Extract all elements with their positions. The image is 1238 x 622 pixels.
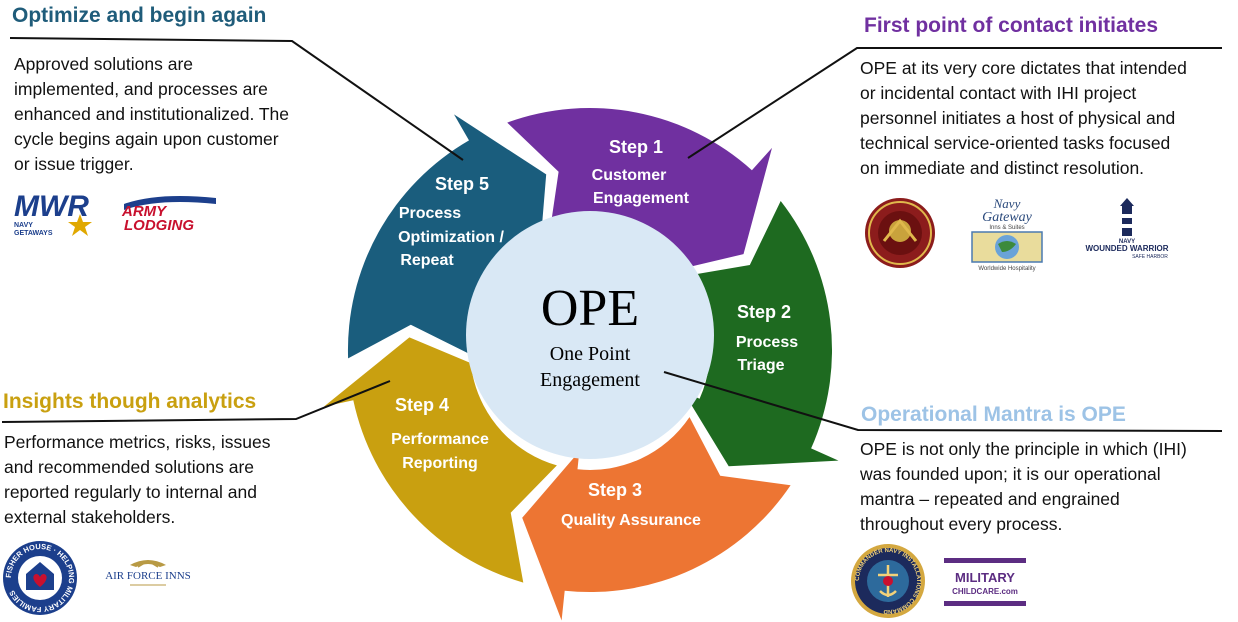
svg-text:AIR FORCE INNS: AIR FORCE INNS: [105, 570, 191, 582]
cycle-arrow-step-2: [683, 201, 839, 467]
svg-text:Worldwide Hospitality: Worldwide Hospitality: [978, 266, 1035, 272]
callout-line: external stakeholders.: [4, 507, 176, 527]
svg-text:Navy: Navy: [993, 196, 1021, 211]
callout-line: OPE is not only the principle in which (…: [860, 439, 1187, 459]
step1-text-2: Engagement: [593, 190, 690, 207]
center-subtitle-line1: One Point: [550, 343, 631, 365]
military-childcare-logo: MILITARY CHILDCARE.com: [944, 558, 1026, 606]
cycle-arrow-step-5: [347, 114, 547, 359]
cycle-arrow-step-4: [323, 337, 557, 583]
cni-seal-logo: COMMANDER NAVY INSTALLATIONS COMMAND: [851, 544, 925, 618]
cycle-arrow-step-3: [522, 417, 791, 621]
center-title: OPE: [541, 280, 639, 337]
army-lodging-logo: ARMY LODGING: [121, 196, 216, 234]
air-force-inns-logo: AIR FORCE INNS: [105, 560, 191, 586]
callout-heading-optimize: Optimize and begin again: [12, 4, 267, 27]
step5-text-3: Repeat: [400, 252, 454, 269]
svg-text:CHILDCARE.com: CHILDCARE.com: [952, 587, 1018, 596]
svg-text:ARMY: ARMY: [121, 203, 168, 220]
center-subtitle-line2: Engagement: [540, 369, 640, 391]
svg-text:Gateway: Gateway: [982, 210, 1033, 225]
step3-label: Step 3: [588, 480, 642, 500]
callout-line: or incidental contact with IHI project: [860, 83, 1137, 103]
svg-text:LODGING: LODGING: [124, 217, 194, 234]
callout-line: Approved solutions are: [14, 54, 193, 74]
callout-line: on immediate and distinct resolution.: [860, 158, 1145, 178]
step4-label: Step 4: [395, 395, 449, 415]
leader-line-top-left: [9, 37, 464, 161]
step1-text-1: Customer: [592, 167, 667, 184]
svg-text:MWR: MWR: [14, 190, 89, 223]
svg-text:GETAWAYS: GETAWAYS: [14, 230, 53, 237]
svg-text:SAFE HARBOR: SAFE HARBOR: [1132, 254, 1168, 260]
callout-line: and recommended solutions are: [4, 457, 255, 477]
svg-text:MILITARY: MILITARY: [955, 570, 1015, 585]
leader-lines: [1, 37, 1223, 432]
svg-text:Inns & Suites: Inns & Suites: [989, 225, 1024, 231]
callout-line: Performance metrics, risks, issues: [4, 432, 271, 452]
callout-line: implemented, and processes are: [14, 79, 268, 99]
callout-heading-first-contact: First point of contact initiates: [864, 14, 1159, 37]
step4-text-2: Reporting: [402, 455, 478, 472]
callout-line: throughout every process.: [860, 514, 1063, 534]
navy-gateway-logo: Navy Gateway Inns & Suites Worldwide Hos…: [971, 196, 1043, 272]
callout-line: was founded upon; it is our operational: [860, 464, 1161, 484]
svg-text:NAVY: NAVY: [14, 222, 33, 229]
step5-text-2: Optimization /: [398, 229, 504, 246]
center-circle: [466, 211, 714, 459]
callout-body-optimize: Approved solutions are implemented, and …: [14, 52, 344, 177]
callout-heading-mantra: Operational Mantra is OPE: [861, 403, 1126, 426]
leader-line-bottom-left: [1, 380, 391, 423]
step3-text-1: Quality Assurance: [561, 512, 701, 529]
callout-body-first-contact: OPE at its very core dictates that inten…: [860, 56, 1232, 181]
navy-wounded-warrior-logo: NAVY WOUNDED WARRIOR SAFE HARBOR: [1085, 198, 1169, 260]
cycle-arrow-step-1: [507, 108, 772, 275]
step2-text-1: Process: [736, 334, 798, 351]
step5-label: Step 5: [435, 174, 489, 194]
callout-line: personnel initiates a host of physical a…: [860, 108, 1176, 128]
step5-text-1: Process: [399, 205, 461, 222]
callout-line: mantra – repeated and engrained: [860, 489, 1120, 509]
step2-text-2: Triage: [737, 357, 784, 374]
leader-line-top-right: [687, 47, 1222, 159]
callout-line: cycle begins again upon customer: [14, 129, 279, 149]
callout-body-mantra: OPE is not only the principle in which (…: [860, 437, 1232, 537]
usmc-seal-logo: [865, 198, 935, 268]
callout-line: OPE at its very core dictates that inten…: [860, 58, 1187, 78]
svg-text:NAVY: NAVY: [1119, 239, 1135, 245]
callout-heading-insights: Insights though analytics: [3, 390, 257, 413]
callout-body-insights: Performance metrics, risks, issues and r…: [4, 430, 324, 530]
leader-line-bottom-right: [663, 371, 1223, 432]
step4-text-1: Performance: [391, 431, 489, 448]
step2-label: Step 2: [737, 302, 791, 322]
callout-line: or issue trigger.: [14, 154, 134, 174]
fisher-house-logo: FISHER HOUSE · HELPING MILITARY FAMILIES: [3, 541, 77, 615]
callout-line: technical service-oriented tasks focused: [860, 133, 1171, 153]
svg-text:WOUNDED WARRIOR: WOUNDED WARRIOR: [1085, 244, 1168, 253]
callout-line: enhanced and institutionalized. The: [14, 104, 290, 124]
step1-label: Step 1: [609, 137, 663, 157]
mwr-navy-getaways-logo: MWR NAVY GETAWAYS: [14, 190, 92, 237]
callout-line: reported regularly to internal and: [4, 482, 257, 502]
